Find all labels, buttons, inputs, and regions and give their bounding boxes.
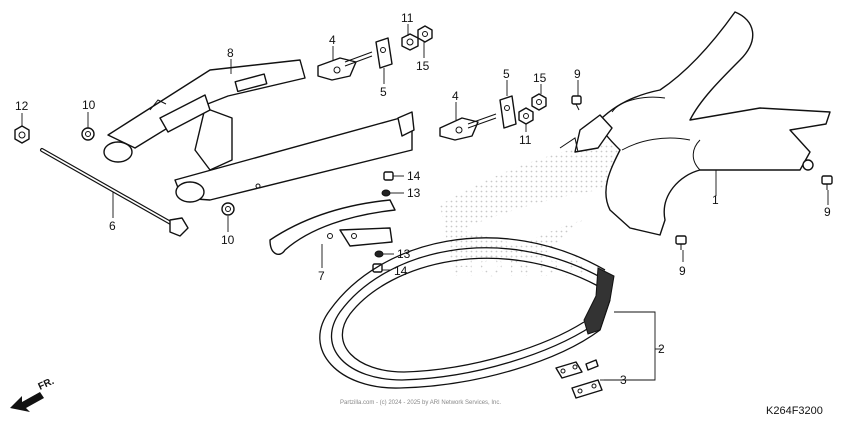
callout-12: 12: [15, 99, 29, 113]
callout-15-lower: 15: [533, 71, 547, 85]
chain-adjuster-lower[interactable]: [439, 113, 497, 141]
callout-6: 6: [109, 219, 116, 233]
pivot-nut[interactable]: [14, 125, 30, 144]
callout-10-upper: 10: [82, 98, 96, 112]
callout-1: 1: [712, 193, 719, 207]
direction-label: FR.: [37, 376, 56, 393]
pivot-bolt[interactable]: [40, 148, 189, 237]
leader-lines: [21, 24, 829, 381]
callout-2: 2: [658, 342, 665, 356]
callout-9-bottom: 9: [679, 264, 686, 278]
adjuster-nut-lower[interactable]: [518, 107, 534, 125]
copyright-notice: Partzilla.com - (c) 2024 - 2025 by ARI N…: [340, 400, 501, 406]
adjuster-plate-upper[interactable]: [375, 37, 393, 69]
callout-10-lower: 10: [221, 233, 235, 247]
lock-nut-upper[interactable]: [417, 25, 433, 43]
callout-5-lower: 5: [503, 67, 510, 81]
callout-9-right: 9: [824, 205, 831, 219]
slider-washer-lower[interactable]: [374, 250, 384, 258]
lock-nut-lower[interactable]: [531, 93, 547, 111]
swingarm[interactable]: [103, 59, 415, 203]
fender-bolt-bottom[interactable]: [675, 235, 687, 250]
adjuster-nut-upper[interactable]: [401, 33, 419, 51]
fender-bolt-top[interactable]: [571, 95, 582, 111]
watermark-text: HONDA: [452, 250, 592, 283]
callout-14-lower: 14: [394, 264, 408, 278]
callout-11-upper: 11: [401, 11, 414, 25]
callout-7: 7: [318, 269, 325, 283]
callout-8: 8: [227, 46, 234, 60]
slider-washer-upper[interactable]: [381, 189, 391, 197]
callout-14-upper: 14: [407, 169, 421, 183]
diagram-code: K264F3200: [766, 405, 823, 417]
dust-seal-cap-upper[interactable]: [81, 127, 95, 141]
callout-15-upper: 15: [416, 59, 430, 73]
drive-chain[interactable]: [319, 237, 615, 389]
chain-adjuster-upper[interactable]: [317, 51, 373, 81]
callout-13-upper: 13: [407, 186, 421, 200]
chain-slider[interactable]: [269, 199, 396, 255]
slider-bolt-upper[interactable]: [383, 171, 394, 181]
adjuster-plate-lower[interactable]: [499, 95, 517, 129]
rear-fender[interactable]: [559, 11, 831, 236]
callout-3: 3: [620, 373, 627, 387]
callout-4-upper: 4: [329, 33, 336, 47]
callout-11-lower: 11: [519, 133, 532, 147]
master-link-kit[interactable]: [555, 359, 603, 399]
front-direction-arrow: FR.: [10, 376, 56, 412]
dust-seal-cap-lower[interactable]: [221, 202, 235, 216]
callout-13-lower: 13: [397, 247, 411, 261]
callout-numbers: 1 2 3 4 4 5 5 6 7 8 9 9 9 10 10 11 11 12…: [15, 11, 831, 387]
callout-4-lower: 4: [452, 89, 459, 103]
fender-bolt-right[interactable]: [821, 175, 833, 190]
callout-5-upper: 5: [380, 85, 387, 99]
callout-9-top: 9: [574, 67, 581, 81]
